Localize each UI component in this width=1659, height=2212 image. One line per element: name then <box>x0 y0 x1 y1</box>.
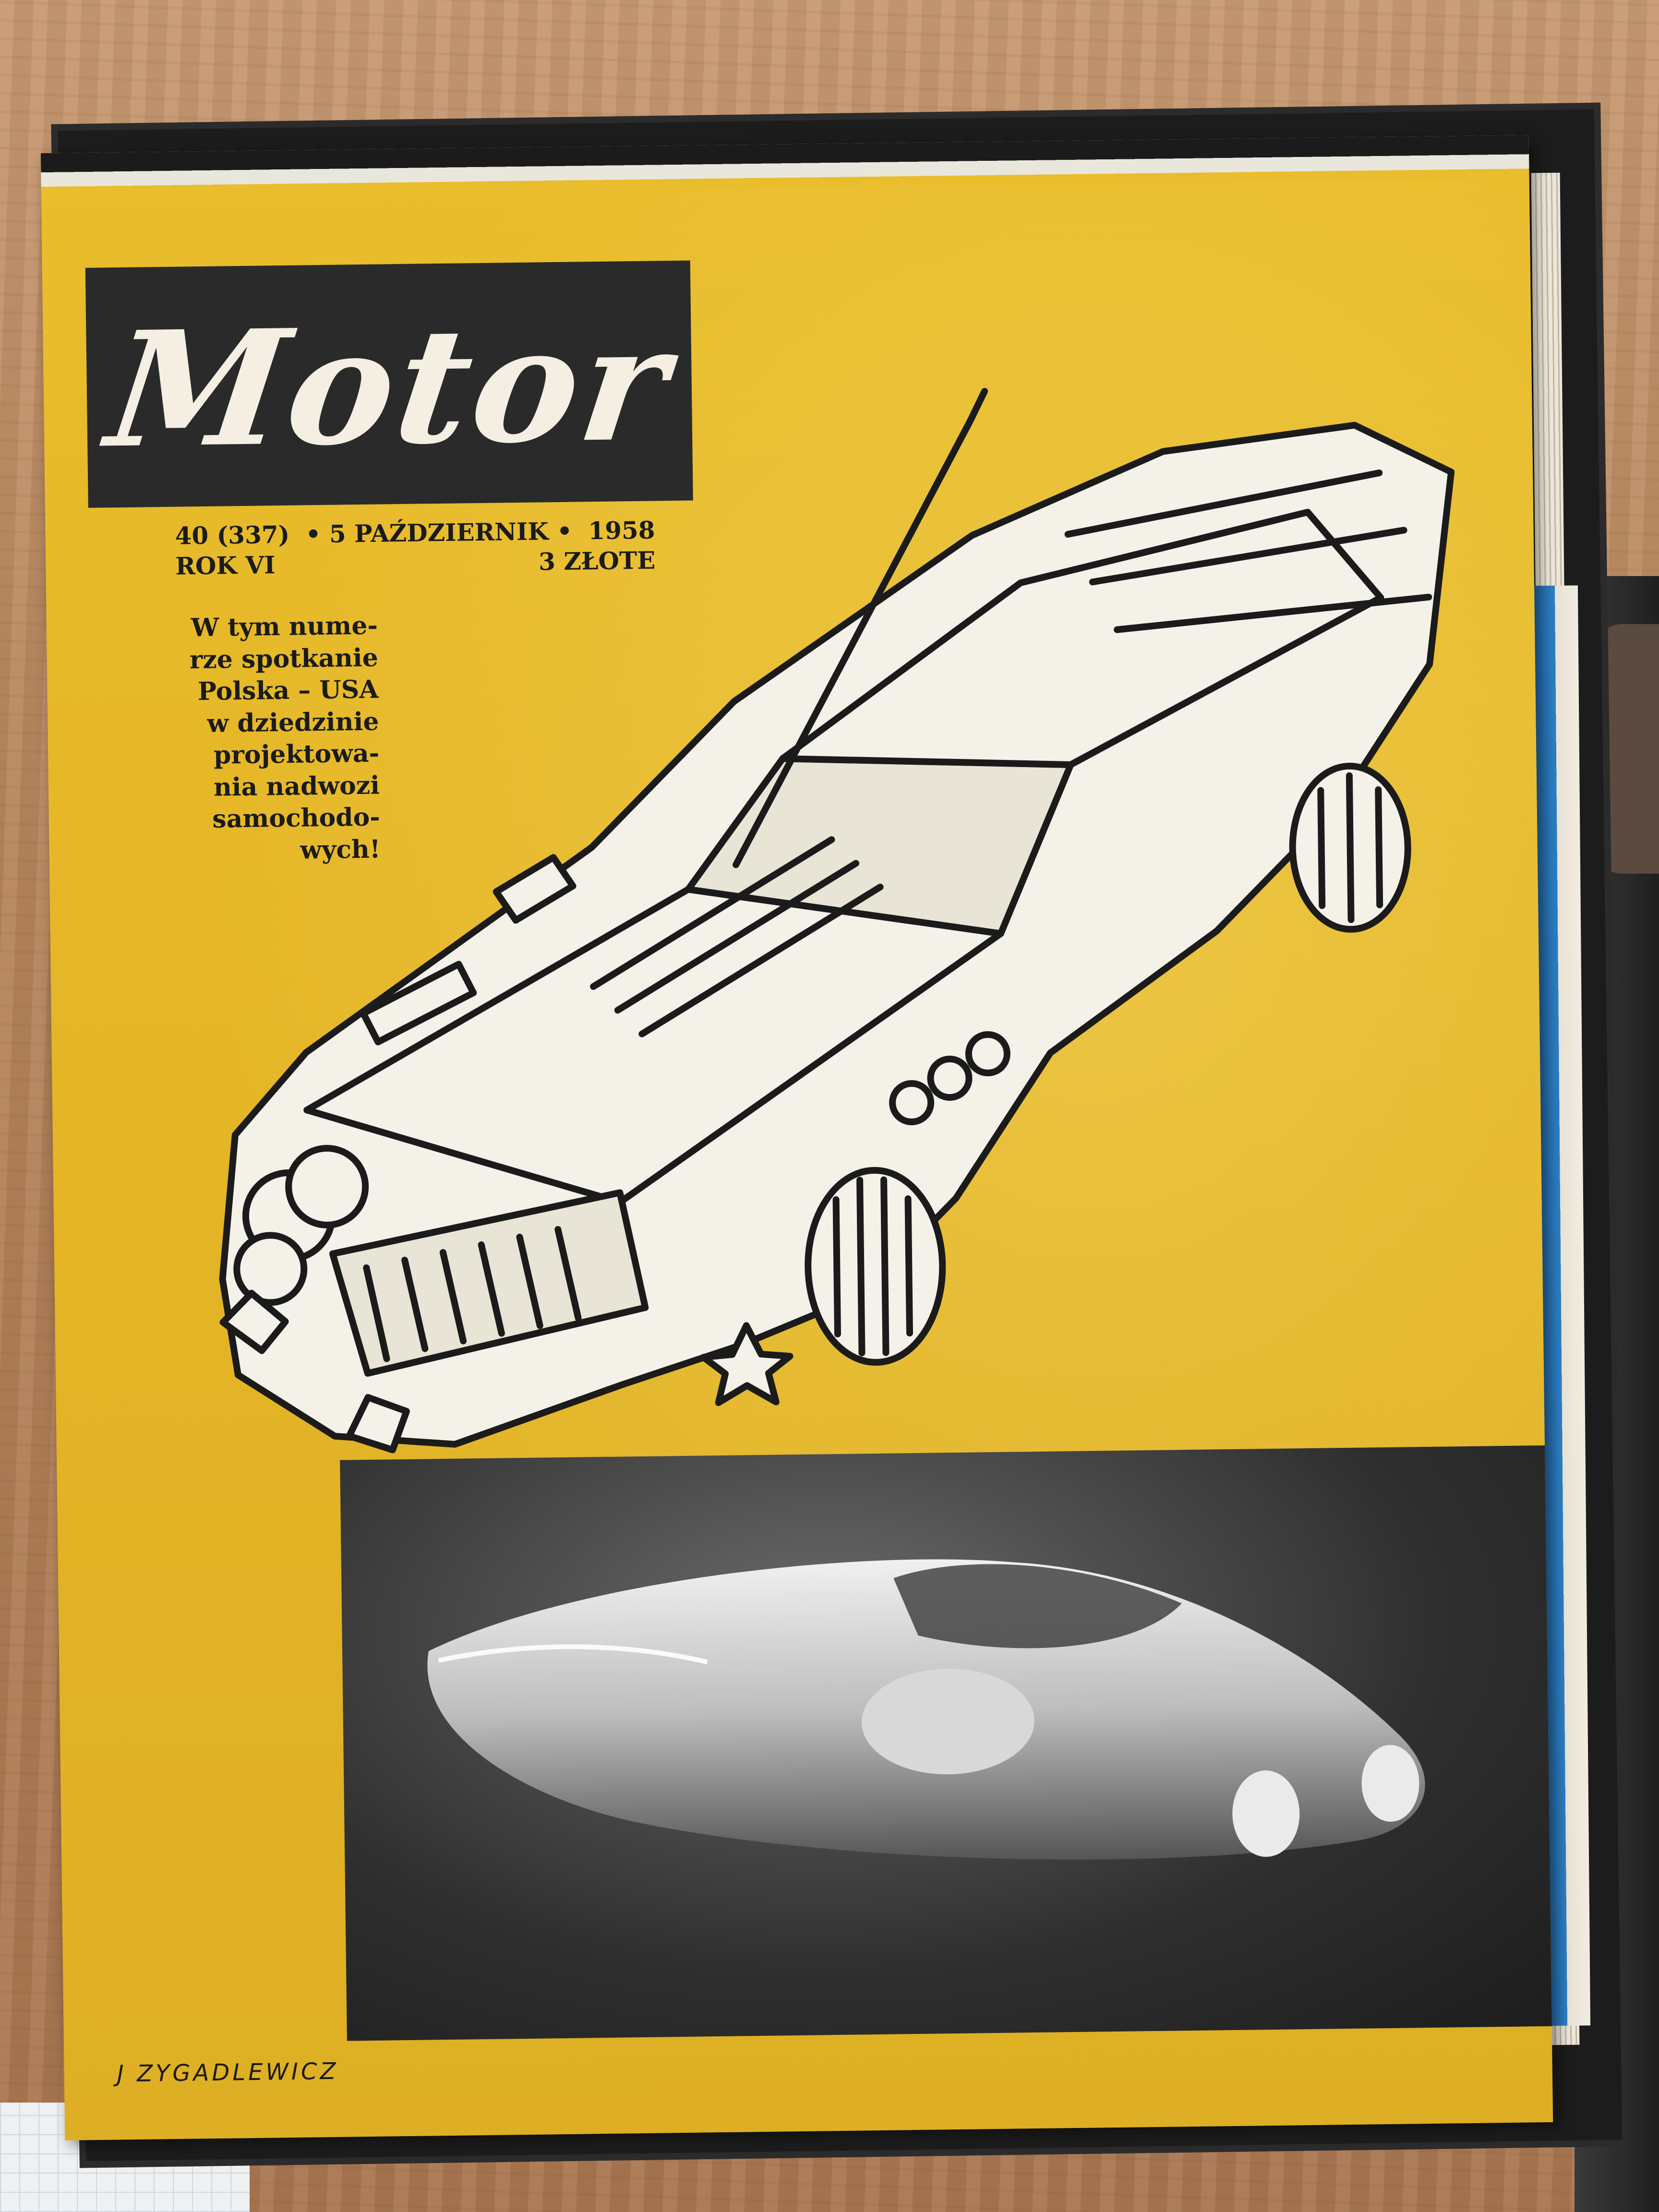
magazine-cover: Motor 40 (337) • 5 PAŹDZIERNIK • 1958 RO… <box>40 135 1553 2140</box>
fabric-fold <box>1594 624 1659 874</box>
concept-car-silhouette <box>427 1559 1425 1860</box>
concept-car-photo <box>340 1445 1553 2041</box>
artist-signature: J ZYGADLEWICZ <box>117 2057 339 2088</box>
caricature-car-drawing <box>219 388 1455 1454</box>
